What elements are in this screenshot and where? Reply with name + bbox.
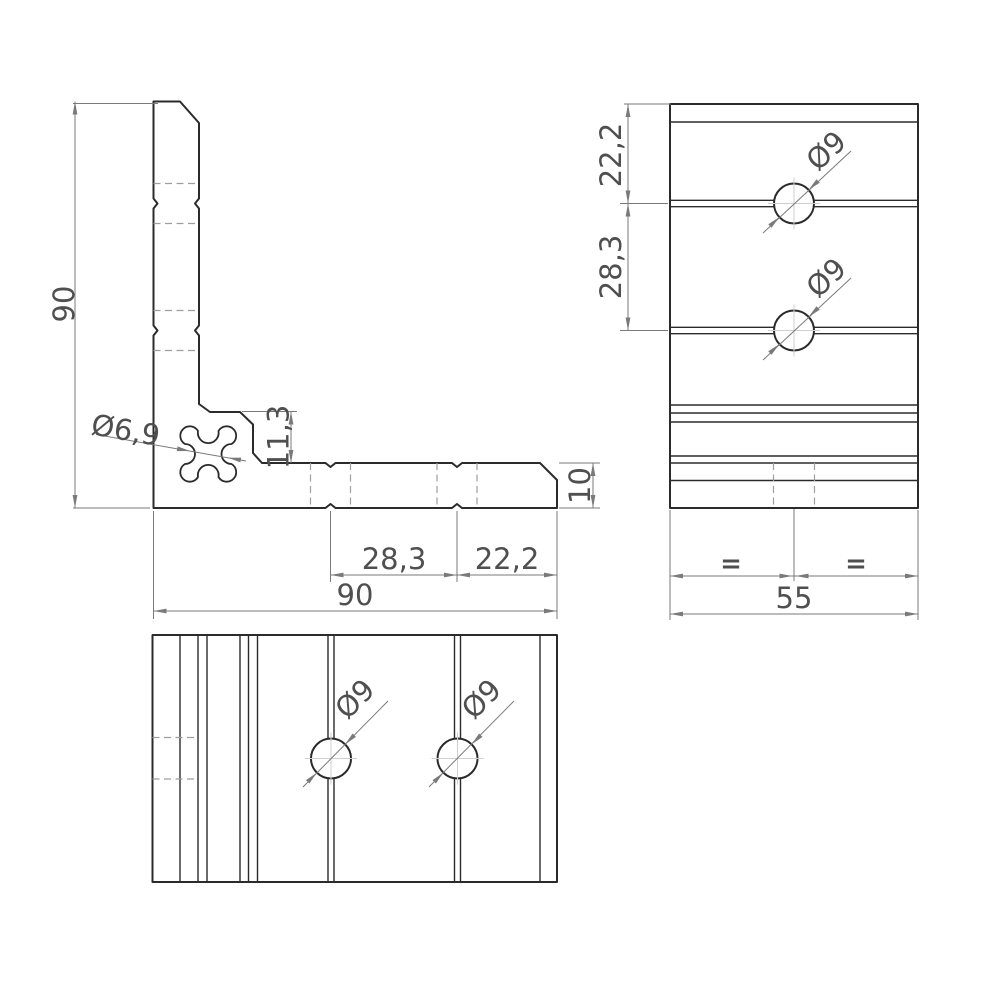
dim-side-equal: = = [669,509,919,620]
dim-label-side-hole-spacing: 28,3 [594,235,628,300]
arrow [625,203,631,217]
dim-label-front-width: 90 [337,578,374,612]
arrow [288,450,294,463]
arrow [72,495,78,508]
dim-side-hole-positions: 22,2 28,3 [594,103,671,331]
arrow [228,457,242,463]
arrow [444,572,457,578]
arrow [768,344,780,355]
arrow [808,179,820,190]
arrow [72,101,78,115]
arrow [779,573,793,579]
arrow [590,463,596,476]
arrow [625,190,631,204]
arrow [808,306,820,317]
dim-front-hole-spacing: 28,3 22,2 [330,511,557,582]
arrow [306,772,317,784]
dim-label-slot-diameter: Ø6,9 [89,407,163,452]
dim-label-equal-right: = [845,549,867,579]
front-view: 90 90 28,3 22,2 [47,100,600,619]
arrow [288,411,294,425]
arrow [768,217,780,228]
bottom-view: Ø9 Ø9 [151,634,558,883]
dim-label-side-width: 55 [776,581,813,615]
arrow [905,573,918,579]
arrow [176,446,190,452]
dim-label-front-corner-step: 11,3 [262,405,296,470]
arrow [625,317,631,331]
dim-label-front-thickness: 10 [563,467,597,504]
arrow [544,608,557,614]
arrow [670,611,683,617]
dim-side-width: 55 [670,581,918,617]
arrow [795,573,809,579]
dim-label-front-hole-edge: 22,2 [475,542,540,576]
dim-label-equal-left: = [720,549,742,579]
arrow [330,572,344,578]
dim-front-width: 90 [153,511,558,619]
arrow [905,611,918,617]
dim-front-height: 90 [47,101,158,509]
arrow [345,733,356,745]
side-view: 22,2 28,3 Ø9 Ø9 = = [594,103,919,620]
arrow [457,572,470,578]
dim-front-corner-step: 11,3 [242,405,297,470]
arrow [590,495,596,508]
arrow [432,772,444,784]
dim-front-thickness: 10 [559,462,600,509]
dim-label-front-hole-spacing: 28,3 [362,542,427,576]
arrow [625,104,631,117]
arrow [544,572,557,578]
dim-label-front-height: 90 [47,286,81,323]
arrow [471,733,483,745]
dim-label-side-hole-top: 22,2 [594,123,628,188]
arrow [670,573,683,579]
arrow [153,608,167,614]
